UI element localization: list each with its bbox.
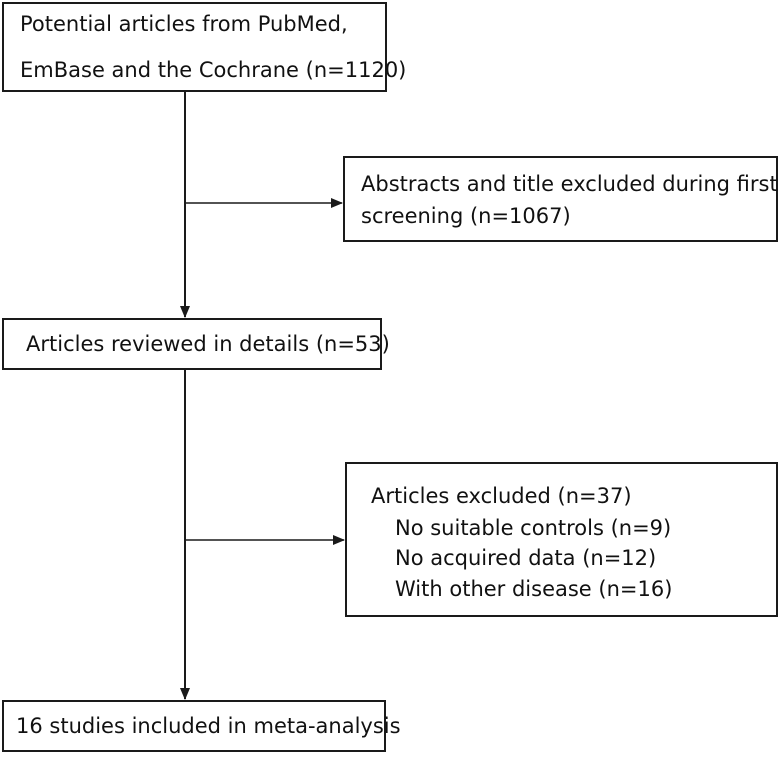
potential-line-2: EmBase and the Cochrane (n=1120) [20,58,407,82]
abstracts-line-2: screening (n=1067) [361,204,571,228]
excluded-reason-2: No acquired data (n=12) [395,546,657,570]
box-abstracts-excluded: Abstracts and title excluded during firs… [343,156,778,242]
box-studies-included: 16 studies included in meta-analysis [2,700,401,752]
box-articles-reviewed: Articles reviewed in details (n=53) [2,318,390,370]
excluded-heading: Articles excluded (n=37) [371,484,632,508]
potential-line-1: Potential articles from PubMed, [20,12,348,36]
box-articles-excluded: Articles excluded (n=37) No suitable con… [345,462,778,617]
excluded-reason-1: No suitable controls (n=9) [395,516,672,540]
box-potential-articles: Potential articles from PubMed, EmBase a… [2,2,406,92]
included-line-1: 16 studies included in meta-analysis [16,714,401,738]
abstracts-line-1: Abstracts and title excluded during firs… [361,172,778,196]
reviewed-line-1: Articles reviewed in details (n=53) [26,332,390,356]
excluded-reason-3: With other disease (n=16) [395,577,673,601]
